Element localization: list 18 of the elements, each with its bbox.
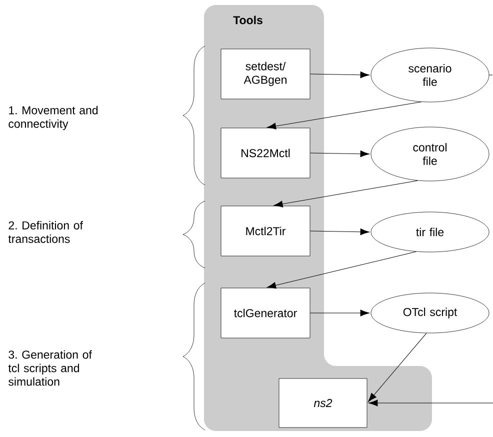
arrow <box>266 251 416 289</box>
tool-box: Mctl2Tir <box>220 206 310 256</box>
arrow <box>368 400 493 406</box>
panel-title: Tools <box>233 16 262 24</box>
stage-label: 3. Generation of tcl scripts and simulation <box>8 350 92 386</box>
arrow <box>310 150 370 158</box>
arrow <box>368 332 427 402</box>
arrow <box>310 72 370 78</box>
arrow <box>274 180 418 208</box>
arrow <box>310 228 370 236</box>
tool-box: setdest/ AGBgen <box>220 48 310 100</box>
tool-box: ns2 <box>278 378 368 428</box>
tool-box: tclGenerator <box>220 288 310 338</box>
stage-label: 1. Movement and connectivity <box>8 106 98 130</box>
arrow <box>310 310 370 316</box>
tool-box: NS22Mctl <box>220 128 310 178</box>
stage-label: 2. Definition of transactions <box>8 221 83 243</box>
arrow <box>266 102 422 130</box>
